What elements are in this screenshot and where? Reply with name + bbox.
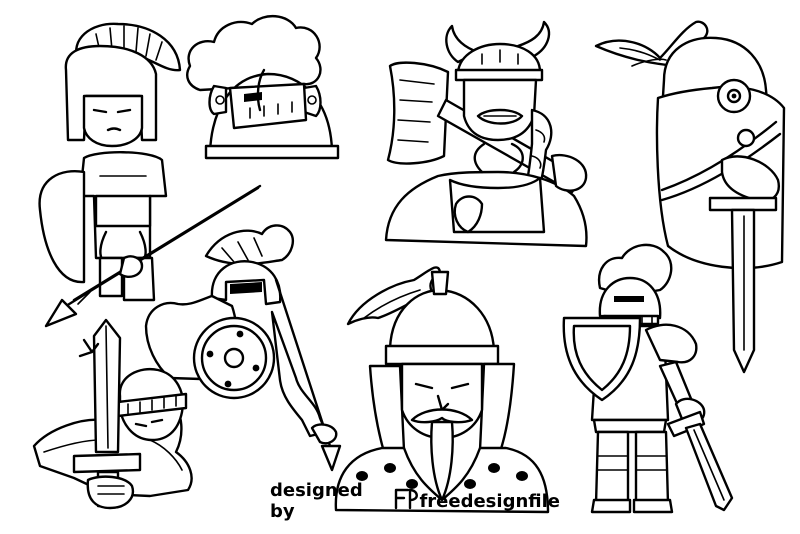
armored-knight-figure: [562, 243, 734, 514]
watermark-brand: freedesignfile: [419, 490, 560, 512]
hooded-knight-figure: [594, 20, 786, 374]
mongol-warrior-figure: [334, 266, 550, 514]
spartan-warrior-figure: [38, 22, 262, 328]
freedesignfile-logo-icon: [394, 488, 418, 510]
spartan-shield-figure: [144, 224, 342, 472]
watermark-credit: designed by freedesignfile: [270, 480, 560, 522]
knight-helmet-figure: [186, 15, 340, 160]
viking-woman-figure: [384, 20, 588, 248]
brand-logo-spacer: [396, 492, 413, 510]
watermark-prefix: designed by: [270, 480, 363, 522]
headband-swordsman-figure: [32, 318, 193, 510]
